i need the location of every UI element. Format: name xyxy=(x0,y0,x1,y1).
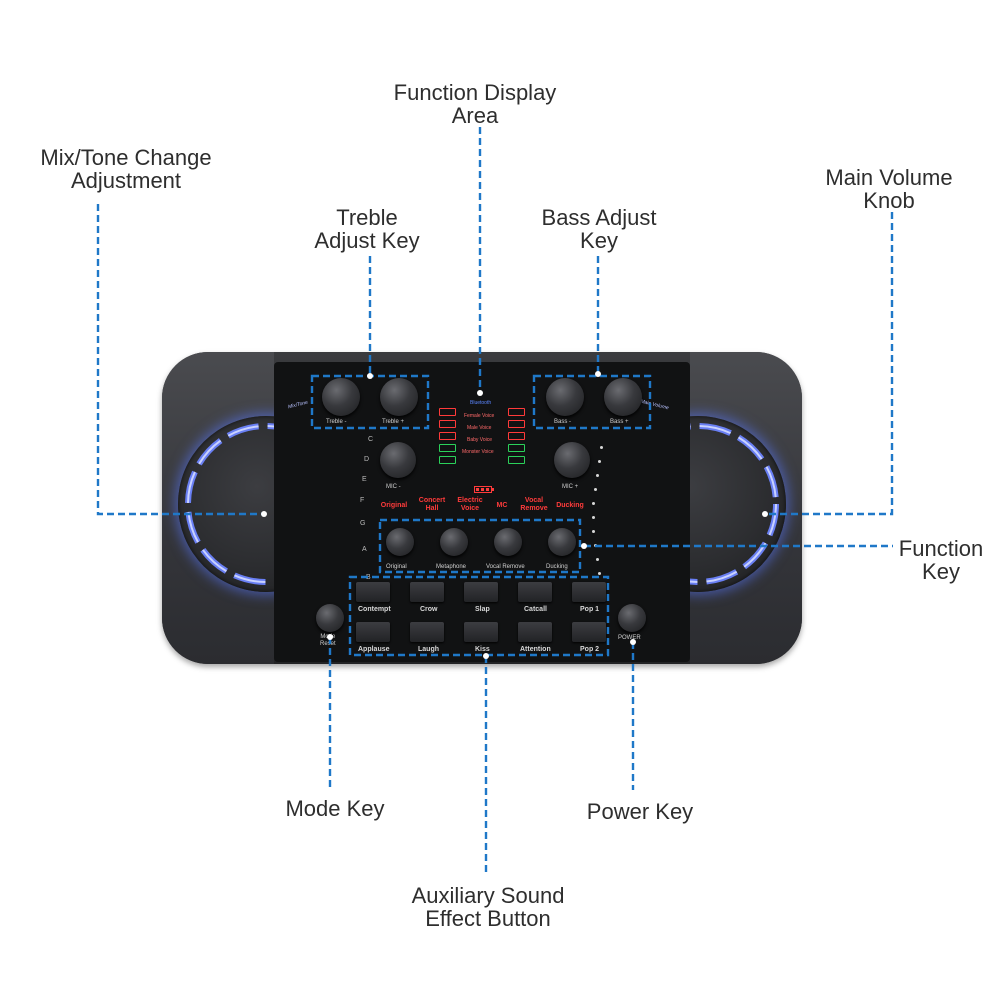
main-volume-panel-label: Main Volume xyxy=(639,398,670,412)
effect-slap-button[interactable] xyxy=(464,582,498,602)
function-key-vocal-remove[interactable] xyxy=(494,528,522,556)
power-key-callout: Power Key xyxy=(586,799,694,824)
effect-attention-label: Attention xyxy=(520,646,551,653)
display-led-right-3 xyxy=(508,432,525,440)
mic-plus-knob[interactable] xyxy=(554,442,590,478)
auxiliary-sound-callout: Auxiliary Sound Effect Button xyxy=(411,883,565,931)
function-display-callout: Function Display Area xyxy=(393,80,557,128)
mode-electric-voice-label: Electric Voice xyxy=(457,497,483,512)
bass-minus-knob[interactable] xyxy=(546,378,584,416)
treble-plus-knob[interactable] xyxy=(380,378,418,416)
function-key-original-label: Original xyxy=(386,564,407,570)
power-label: POWER xyxy=(618,635,641,641)
voice-mode-monster: Monster Voice xyxy=(462,449,494,455)
function-key-original[interactable] xyxy=(386,528,414,556)
mode-original-label: Original xyxy=(380,502,408,509)
side-letter-e: E xyxy=(362,476,367,483)
bass-minus-label: Bass - xyxy=(554,419,572,425)
bass-plus-knob[interactable] xyxy=(604,378,642,416)
effect-kiss-label: Kiss xyxy=(475,646,490,653)
treble-plus-label: Treble + xyxy=(382,419,404,425)
indicator-dot-1 xyxy=(600,446,603,449)
side-letter-f: F xyxy=(360,497,365,504)
mic-minus-knob[interactable] xyxy=(380,442,416,478)
indicator-dot-5 xyxy=(592,502,595,505)
side-letter-d: D xyxy=(364,456,370,463)
display-led-left-3 xyxy=(439,432,456,440)
power-button[interactable] xyxy=(618,604,646,632)
bass-plus-label: Bass + xyxy=(610,419,629,425)
treble-minus-knob[interactable] xyxy=(322,378,360,416)
side-letter-a: A xyxy=(362,546,367,553)
function-key-metaphone[interactable] xyxy=(440,528,468,556)
display-led-left-2 xyxy=(439,420,456,428)
display-led-right-4 xyxy=(508,444,525,452)
effect-crow-label: Crow xyxy=(420,606,438,613)
mode-reset-button[interactable] xyxy=(316,604,344,632)
effect-crow-button[interactable] xyxy=(410,582,444,602)
indicator-dot-2 xyxy=(598,460,601,463)
display-led-left-5 xyxy=(439,456,456,464)
indicator-dot-10 xyxy=(598,572,601,575)
indicator-dot-3 xyxy=(596,474,599,477)
effect-laugh-button[interactable] xyxy=(410,622,444,642)
sound-card-device: Mix/Tone Main Volume Treble - Treble + B… xyxy=(162,352,802,664)
effect-kiss-button[interactable] xyxy=(464,622,498,642)
mic-minus-label: MIC - xyxy=(386,484,401,490)
effect-contempt-label: Contempt xyxy=(358,606,391,613)
effect-pop1-button[interactable] xyxy=(572,582,606,602)
mode-vocal-remove-label: Vocal Remove xyxy=(520,497,548,512)
voice-mode-baby: Baby Voice xyxy=(467,437,493,443)
effect-catcall-button[interactable] xyxy=(518,582,552,602)
effect-pop1-label: Pop 1 xyxy=(580,606,600,613)
effect-laugh-label: Laugh xyxy=(418,646,439,653)
effect-applause-label: Applause xyxy=(358,646,390,653)
display-led-left-1 xyxy=(439,408,456,416)
effect-attention-button[interactable] xyxy=(518,622,552,642)
mode-key-callout: Mode Key xyxy=(285,796,385,821)
treble-minus-label: Treble - xyxy=(326,419,347,425)
function-key-callout: Function Key xyxy=(898,536,984,584)
side-letter-g: G xyxy=(360,520,366,527)
effect-contempt-button[interactable] xyxy=(356,582,390,602)
main-volume-callout: Main Volume Knob xyxy=(825,165,953,213)
indicator-dot-6 xyxy=(592,516,595,519)
function-key-vocal-remove-label: Vocal Remove xyxy=(486,564,525,570)
battery-indicator xyxy=(474,486,494,493)
function-key-ducking[interactable] xyxy=(548,528,576,556)
mix-tone-callout: Mix/Tone Change Adjustment xyxy=(40,145,212,193)
effect-pop2-button[interactable] xyxy=(572,622,606,642)
bass-callout: Bass Adjust Key xyxy=(541,205,657,253)
mode-reset-label: Mode Reset xyxy=(320,634,336,647)
effect-applause-button[interactable] xyxy=(356,622,390,642)
function-key-metaphone-label: Metaphone xyxy=(436,564,467,570)
treble-callout: Treble Adjust Key xyxy=(314,205,420,253)
effect-slap-label: Slap xyxy=(475,606,490,613)
voice-mode-female: Female Voice xyxy=(464,413,495,419)
indicator-dot-4 xyxy=(594,488,597,491)
display-led-right-1 xyxy=(508,408,525,416)
mode-concert-hall-label: Concert Hall xyxy=(418,497,446,512)
mic-plus-label: MIC + xyxy=(562,484,579,490)
indicator-dot-8 xyxy=(594,544,597,547)
indicator-dot-9 xyxy=(596,558,599,561)
voice-mode-male: Male Voice xyxy=(467,425,492,431)
side-letter-c: C xyxy=(368,436,374,443)
effect-pop2-label: Pop 2 xyxy=(580,646,600,653)
display-led-right-5 xyxy=(508,456,525,464)
function-key-ducking-label: Ducking xyxy=(546,564,568,570)
mode-ducking-label: Ducking xyxy=(556,502,584,509)
side-letter-b: B xyxy=(366,574,371,581)
mix-tone-panel-label: Mix/Tone xyxy=(287,399,309,411)
bluetooth-indicator-label: Bluetooth xyxy=(470,400,492,406)
display-led-right-2 xyxy=(508,420,525,428)
display-led-left-4 xyxy=(439,444,456,452)
mode-mc-label: MC xyxy=(496,502,508,509)
effect-catcall-label: Catcall xyxy=(524,606,547,613)
indicator-dot-7 xyxy=(592,530,595,533)
